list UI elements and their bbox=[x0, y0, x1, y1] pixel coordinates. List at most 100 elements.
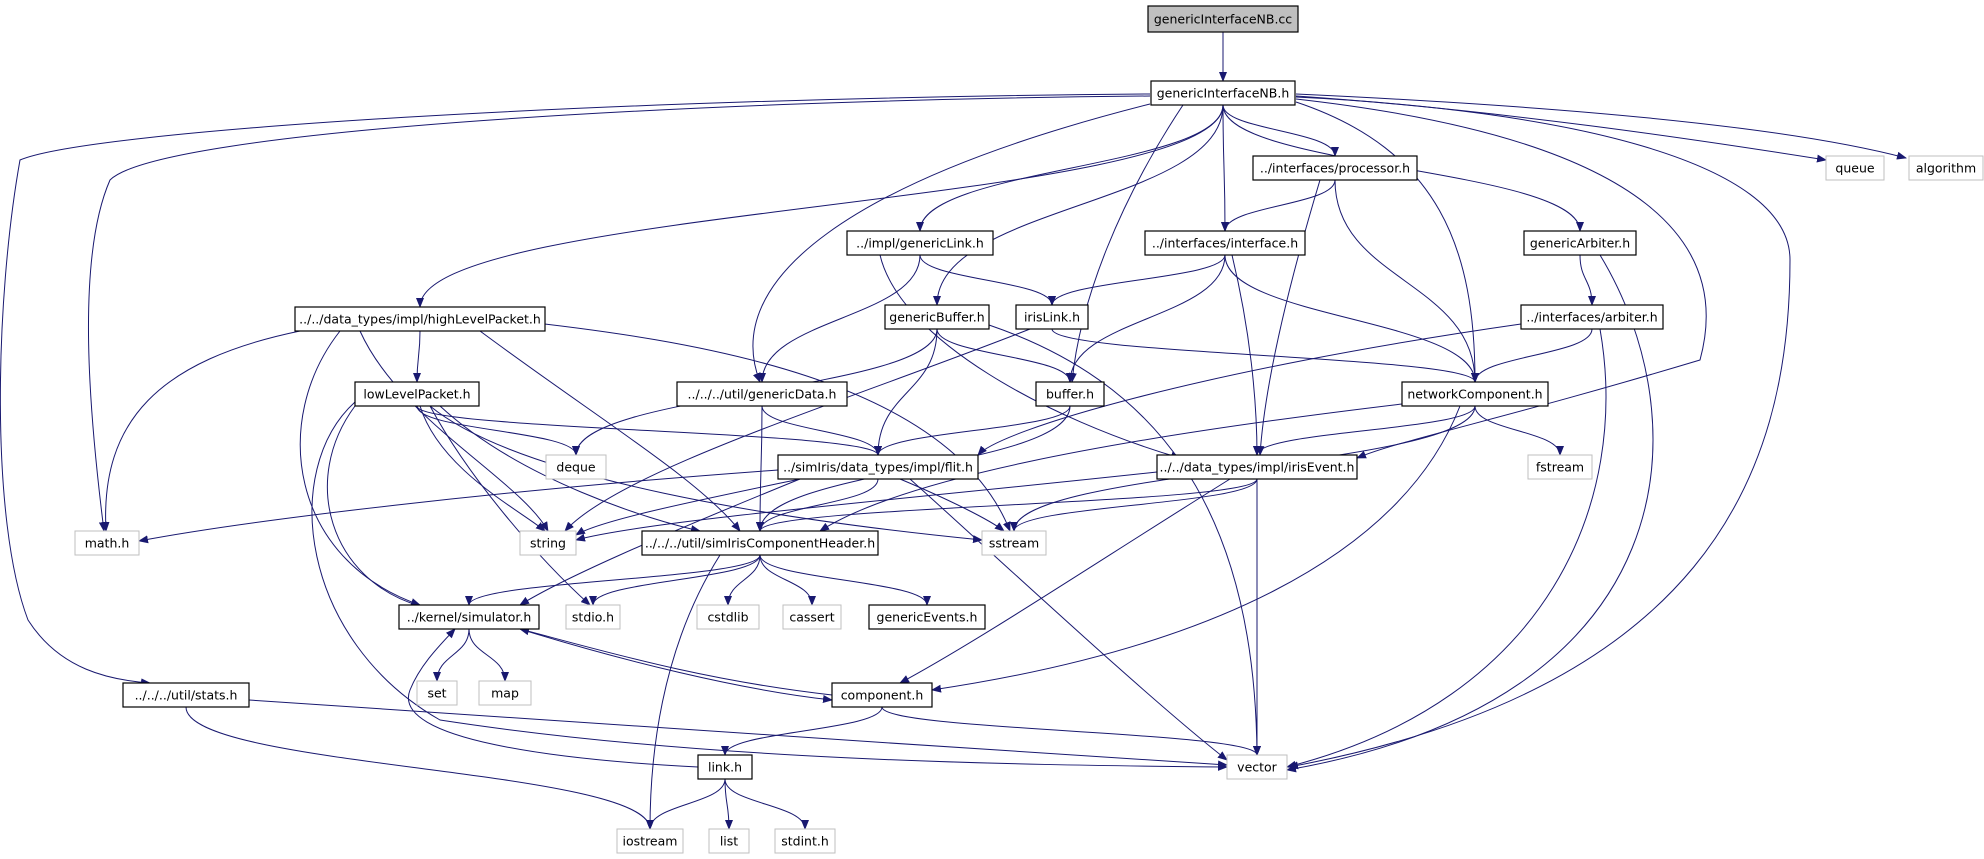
node-irisev[interactable]: ../../data_types/impl/irisEvent.h bbox=[1156, 454, 1358, 480]
node-label: lowLevelPacket.h bbox=[363, 387, 470, 402]
node-proc[interactable]: ../interfaces/processor.h bbox=[1252, 155, 1418, 181]
node-label: link.h bbox=[708, 760, 742, 775]
edge-gih-to-glink bbox=[916, 104, 1224, 232]
node-glink[interactable]: ../impl/genericLink.h bbox=[846, 230, 994, 256]
node-math: math.h bbox=[74, 530, 140, 556]
node-box bbox=[641, 530, 879, 556]
node-label: component.h bbox=[841, 688, 924, 703]
edge-gih-to-hlp bbox=[416, 104, 1224, 308]
node-set: set bbox=[416, 680, 458, 706]
node-box bbox=[697, 754, 753, 780]
node-label: networkComponent.h bbox=[1407, 387, 1542, 402]
edge-gbuf-to-buffer bbox=[936, 328, 1074, 383]
node-label: genericBuffer.h bbox=[889, 310, 984, 325]
node-garb[interactable]: genericArbiter.h bbox=[1523, 230, 1637, 256]
node-box bbox=[782, 604, 842, 630]
node-box bbox=[545, 454, 607, 480]
node-label: ../../../util/simIrisComponentHeader.h bbox=[645, 536, 875, 551]
node-comp[interactable]: component.h bbox=[831, 682, 933, 708]
node-label: ../interfaces/arbiter.h bbox=[1526, 310, 1657, 325]
edge-gdata-to-sich bbox=[756, 405, 765, 532]
node-iris[interactable]: irisLink.h bbox=[1015, 304, 1089, 330]
node-label: irisLink.h bbox=[1024, 310, 1080, 325]
edge-gih-to-irisev bbox=[1295, 98, 1707, 459]
node-gevents[interactable]: genericEvents.h bbox=[868, 604, 986, 630]
node-box bbox=[981, 530, 1047, 556]
node-box bbox=[1150, 80, 1296, 106]
edge-sich-to-cassert bbox=[759, 554, 816, 606]
edge-gih-to-proc bbox=[1222, 104, 1339, 157]
edge-iris-to-netc bbox=[1051, 328, 1479, 383]
edge-llp-to-vector bbox=[311, 401, 1228, 771]
node-box bbox=[478, 680, 532, 706]
node-sim[interactable]: ../kernel/simulator.h bbox=[398, 604, 540, 630]
edge-gih-to-queue bbox=[1295, 95, 1827, 163]
edge-gih-to-iface bbox=[1220, 104, 1229, 232]
node-stats[interactable]: ../../../util/stats.h bbox=[122, 682, 250, 708]
node-netc[interactable]: networkComponent.h bbox=[1401, 381, 1549, 407]
edge-sim-to-comp bbox=[519, 628, 833, 704]
edge-gih-to-vector bbox=[1288, 96, 1791, 770]
edge-sich-to-cstdlib bbox=[724, 554, 761, 606]
node-queue: queue bbox=[1825, 155, 1885, 181]
edge-garb-to-vector bbox=[1286, 254, 1654, 773]
node-label: vector bbox=[1237, 760, 1278, 775]
node-label: string bbox=[530, 536, 566, 551]
node-vector: vector bbox=[1226, 754, 1288, 780]
node-gih[interactable]: genericInterfaceNB.h bbox=[1150, 80, 1296, 106]
edge-gdata-to-flit bbox=[761, 405, 882, 456]
node-flit[interactable]: ../simIris/data_types/impl/flit.h bbox=[777, 454, 979, 480]
node-root[interactable]: genericInterfaceNB.cc bbox=[1147, 5, 1299, 33]
edge-garb-to-arb bbox=[1579, 254, 1596, 306]
edge-sich-to-iostream bbox=[646, 554, 721, 830]
node-box bbox=[1156, 454, 1358, 480]
edge-sich-to-sim bbox=[465, 554, 761, 606]
node-label: ../simIris/data_types/impl/flit.h bbox=[783, 460, 973, 475]
node-llp[interactable]: lowLevelPacket.h bbox=[354, 381, 480, 407]
edge-link-to-list bbox=[724, 778, 733, 830]
node-iface[interactable]: ../interfaces/interface.h bbox=[1144, 230, 1306, 256]
node-box bbox=[398, 604, 540, 630]
node-label: list bbox=[720, 834, 738, 849]
edge-gih-to-algorithm bbox=[1295, 93, 1907, 160]
node-label: sstream bbox=[989, 536, 1039, 551]
node-box bbox=[1523, 230, 1637, 256]
node-box bbox=[1908, 155, 1984, 181]
node-box bbox=[868, 604, 986, 630]
node-link[interactable]: link.h bbox=[697, 754, 753, 780]
edge-netc-to-fstream bbox=[1474, 405, 1564, 456]
edge-netc-to-irisev bbox=[1253, 405, 1476, 456]
node-box bbox=[616, 828, 684, 854]
edge-sich-to-gevents bbox=[759, 554, 931, 606]
edge-stats-to-iostream bbox=[185, 706, 654, 830]
edge-buffer-to-flit bbox=[874, 405, 1071, 456]
node-hlp[interactable]: ../../data_types/impl/highLevelPacket.h bbox=[294, 306, 546, 332]
node-iostream: iostream bbox=[616, 828, 684, 854]
edge-proc-to-iface bbox=[1221, 179, 1336, 232]
edge-llp-to-sim bbox=[326, 405, 421, 608]
edge-irisev-to-sich bbox=[756, 478, 1258, 532]
edge-flit-to-math bbox=[138, 469, 779, 544]
edges-layer bbox=[0, 31, 1907, 830]
node-label: cstdlib bbox=[707, 610, 748, 625]
edge-comp-to-sim bbox=[519, 627, 833, 696]
node-sich[interactable]: ../../../util/simIrisComponentHeader.h bbox=[641, 530, 879, 556]
node-gbuf[interactable]: genericBuffer.h bbox=[884, 304, 990, 330]
node-label: genericArbiter.h bbox=[1530, 236, 1630, 251]
node-box bbox=[1825, 155, 1885, 181]
node-label: math.h bbox=[85, 536, 130, 551]
node-stdio: stdio.h bbox=[565, 604, 621, 630]
node-label: queue bbox=[1835, 161, 1874, 176]
node-box bbox=[1527, 454, 1593, 480]
edge-glink-to-irisev bbox=[879, 254, 1181, 460]
node-label: set bbox=[427, 686, 446, 701]
node-gdata[interactable]: ../../../util/genericData.h bbox=[676, 381, 848, 407]
node-label: ../../data_types/impl/irisEvent.h bbox=[1160, 460, 1355, 475]
edge-irisev-to-sstream bbox=[1010, 478, 1258, 532]
edge-netc-to-sich bbox=[819, 403, 1403, 532]
edge-glink-to-gdata bbox=[758, 254, 921, 383]
node-buffer[interactable]: buffer.h bbox=[1035, 381, 1105, 407]
node-box bbox=[565, 604, 621, 630]
node-box bbox=[1226, 754, 1288, 780]
node-arb[interactable]: ../interfaces/arbiter.h bbox=[1520, 304, 1664, 330]
